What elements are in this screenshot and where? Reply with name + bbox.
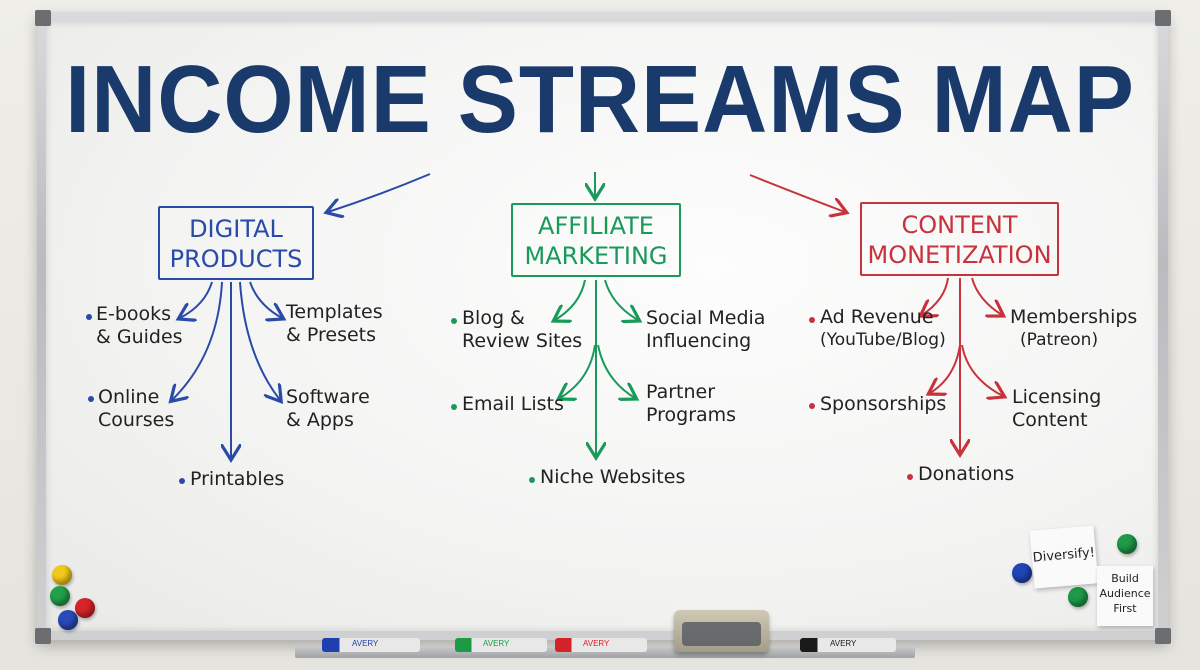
- item-line2: (Patreon): [1020, 330, 1099, 350]
- item-line1: Licensing: [1012, 386, 1102, 408]
- item-niche-websites: Niche Websites: [540, 466, 685, 489]
- frame-corner-bottom-right: [1155, 628, 1171, 644]
- title-arrow-content: [749, 174, 845, 212]
- sticky-note-build-audience: Build Audience First: [1097, 566, 1153, 626]
- item-line1: Sponsorships: [820, 393, 947, 415]
- item-online-courses: Online Courses: [98, 386, 174, 432]
- frame-corner-bottom-left: [35, 628, 51, 644]
- item-templates-presets: Templates & Presets: [286, 301, 383, 347]
- category-content-monetization: CONTENT MONETIZATION: [860, 202, 1059, 276]
- category-label-line1: CONTENT: [901, 211, 1018, 239]
- bullet-dot: [179, 478, 185, 484]
- whiteboard-eraser[interactable]: [674, 610, 769, 652]
- sticky-note-diversify: Diversify!: [1029, 525, 1099, 589]
- black-marker[interactable]: AVERY: [800, 638, 896, 652]
- red-marker[interactable]: AVERY: [555, 638, 647, 652]
- blue-magnet: [58, 610, 78, 630]
- marker-label: AVERY: [583, 639, 610, 648]
- note-text: Diversify!: [1032, 545, 1096, 566]
- item-line1: E-books: [96, 303, 172, 325]
- item-line1: Templates: [286, 301, 383, 323]
- item-line2: Courses: [98, 409, 175, 431]
- bullet-dot: [907, 474, 913, 480]
- item-line2: (YouTube/Blog): [820, 330, 946, 350]
- title-arrow-digital: [328, 173, 431, 212]
- category-affiliate-marketing: AFFILIATE MARKETING: [511, 203, 681, 277]
- item-line1: Ad Revenue: [820, 306, 934, 328]
- item-line1: Printables: [190, 468, 285, 490]
- item-licensing-content: Licensing Content: [1012, 386, 1101, 432]
- marker-label: AVERY: [830, 639, 857, 648]
- item-line1: Donations: [918, 463, 1015, 485]
- item-line2: Review Sites: [462, 330, 583, 352]
- item-line1: Blog &: [462, 307, 525, 329]
- bullet-dot: [809, 403, 815, 409]
- green-marker[interactable]: AVERY: [455, 638, 547, 652]
- category-label-line2: PRODUCTS: [169, 245, 303, 273]
- item-line1: Software: [286, 386, 370, 408]
- item-software-apps: Software & Apps: [286, 386, 370, 432]
- item-ebooks-guides: E-books & Guides: [96, 303, 183, 349]
- note-text: Build: [1111, 572, 1139, 585]
- item-social-media-influencing: Social Media Influencing: [646, 307, 765, 353]
- item-printables: Printables: [190, 468, 284, 491]
- item-blog-review-sites: Blog & Review Sites: [462, 307, 582, 353]
- item-donations: Donations: [918, 463, 1014, 486]
- item-partner-programs: Partner Programs: [646, 381, 736, 427]
- marker-label: AVERY: [483, 639, 510, 648]
- bullet-dot: [809, 317, 815, 323]
- frame-corner-top-right: [1155, 10, 1171, 26]
- note-text: Audience: [1099, 587, 1151, 600]
- bullet-dot: [451, 404, 457, 410]
- note-text: First: [1113, 602, 1137, 615]
- item-line2: & Apps: [286, 409, 354, 431]
- bullet-dot: [451, 318, 457, 324]
- bullet-dot: [86, 314, 92, 320]
- item-email-lists: Email Lists: [462, 393, 564, 416]
- item-memberships: Memberships (Patreon): [1010, 306, 1137, 352]
- item-line1: Email Lists: [462, 393, 564, 415]
- bullet-dot: [88, 396, 94, 402]
- bullet-dot: [529, 477, 535, 483]
- item-line1: Memberships: [1010, 306, 1138, 328]
- item-line2: Content: [1012, 409, 1088, 431]
- blue-magnet: [1012, 563, 1032, 583]
- green-magnet: [1117, 534, 1137, 554]
- item-line2: & Guides: [96, 326, 183, 348]
- blue-marker[interactable]: AVERY: [322, 638, 420, 652]
- category-label-line1: AFFILIATE: [538, 212, 654, 240]
- item-line2: Programs: [646, 404, 737, 426]
- item-ad-revenue: Ad Revenue (YouTube/Blog): [820, 306, 946, 352]
- item-line2: Influencing: [646, 330, 752, 352]
- item-sponsorships: Sponsorships: [820, 393, 946, 416]
- board-title: INCOME STREAMS MAP: [65, 46, 1135, 153]
- category-label-line2: MONETIZATION: [867, 241, 1052, 269]
- item-line1: Online: [98, 386, 160, 408]
- category-digital-products: DIGITAL PRODUCTS: [158, 206, 314, 280]
- category-label-line1: DIGITAL: [189, 215, 283, 243]
- item-line1: Social Media: [646, 307, 766, 329]
- green-magnet: [1068, 587, 1088, 607]
- item-line1: Niche Websites: [540, 466, 686, 488]
- red-magnet: [75, 598, 95, 618]
- item-line1: Partner: [646, 381, 716, 403]
- green-magnet: [50, 586, 70, 606]
- marker-label: AVERY: [352, 639, 379, 648]
- item-line2: & Presets: [286, 324, 376, 346]
- yellow-magnet: [52, 565, 72, 585]
- category-label-line2: MARKETING: [524, 242, 668, 270]
- frame-corner-top-left: [35, 10, 51, 26]
